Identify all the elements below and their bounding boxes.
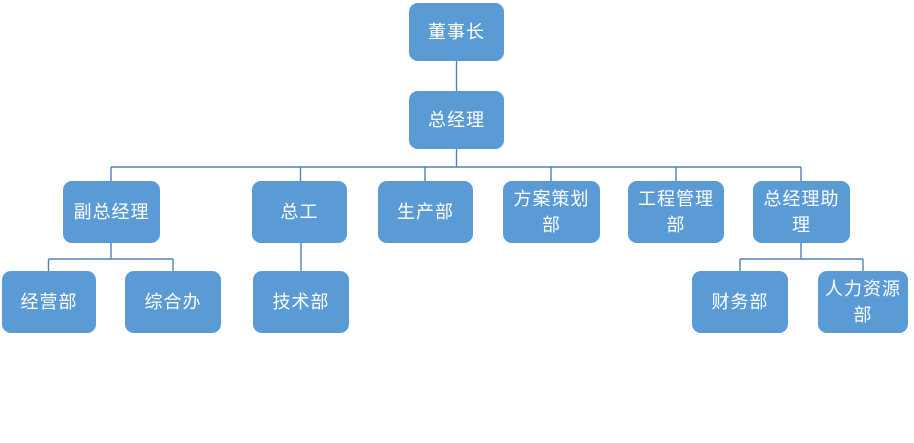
org-node-gm-assistant-label: 总经理助理 <box>763 189 840 235</box>
org-node-general-office-label: 综合办 <box>144 292 202 312</box>
org-node-finance-dept: 财务部 <box>692 271 788 333</box>
org-node-chief-engineer: 总工 <box>252 181 347 243</box>
org-node-engineering-management-dept-label: 工程管理部 <box>638 189 714 235</box>
org-node-technical-dept-label: 技术部 <box>272 292 330 312</box>
org-node-planning-dept: 方案策划部 <box>503 181 600 243</box>
org-node-planning-dept-label: 方案策划部 <box>513 189 590 235</box>
org-node-technical-dept: 技术部 <box>253 271 349 333</box>
org-node-operations-dept-label: 经营部 <box>20 292 78 312</box>
org-node-hr-dept-label: 人力资源部 <box>825 279 901 325</box>
org-node-deputy-general-manager: 副总经理 <box>63 181 160 243</box>
org-node-deputy-general-manager-label: 副总经理 <box>73 202 150 222</box>
org-node-general-manager-label: 总经理 <box>428 110 485 130</box>
org-node-engineering-management-dept: 工程管理部 <box>628 181 724 243</box>
org-node-chairman-label: 董事长 <box>428 22 485 42</box>
org-node-gm-assistant: 总经理助理 <box>753 181 850 243</box>
org-node-finance-dept-label: 财务部 <box>711 292 769 312</box>
org-node-general-manager: 总经理 <box>409 91 504 149</box>
org-node-production-dept: 生产部 <box>378 181 473 243</box>
org-node-operations-dept: 经营部 <box>2 271 96 333</box>
org-node-production-dept-label: 生产部 <box>397 202 454 222</box>
org-node-chief-engineer-label: 总工 <box>280 202 319 222</box>
org-node-chairman: 董事长 <box>409 3 504 61</box>
org-node-hr-dept: 人力资源部 <box>818 271 908 333</box>
org-node-general-office: 综合办 <box>125 271 221 333</box>
